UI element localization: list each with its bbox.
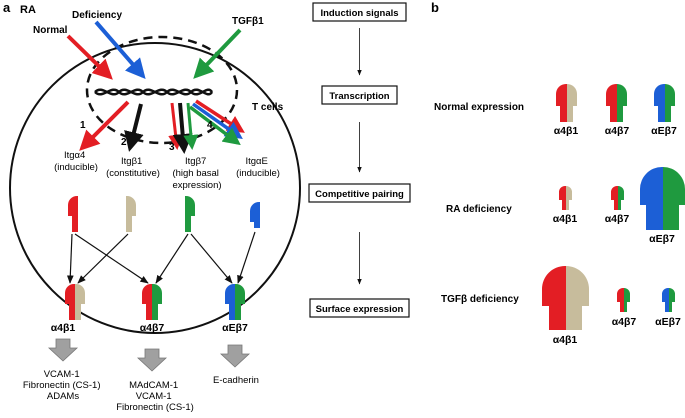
pairing-arrow-itgae-aEb7 (237, 231, 256, 284)
itgb7-subunit (185, 196, 195, 232)
a4b7-label: α4β7 (140, 322, 165, 334)
panel-a-letter: a (3, 0, 11, 15)
row-label-ra-deficiency: RA deficiency (446, 204, 512, 215)
itgae-label: ItgαE (inducible) (236, 156, 280, 179)
tgfb-aEb7-label: αEβ7 (655, 316, 681, 328)
normal-a4b1-dimer (556, 84, 577, 122)
itga4-subunit (68, 196, 78, 232)
itgb1-transcription-arrow (124, 103, 144, 152)
a4b1-label: α4β1 (51, 322, 76, 334)
itgb1-subunit (126, 196, 136, 232)
a4b1-gray-arrow (47, 338, 79, 362)
pairing-arrow-itgb7-a4b7 (155, 233, 189, 284)
nucleus-dashed (85, 35, 239, 145)
normal-signal-arrow (66, 34, 113, 80)
svg-text:Induction signals: Induction signals (320, 8, 398, 19)
itgae-green-arrow (188, 105, 241, 146)
normal-a4b7-dimer (606, 84, 627, 122)
aEb7-gray-arrow (219, 344, 251, 368)
normal-a4b7-label: α4β7 (605, 125, 630, 137)
ra-a4b7-label: α4β7 (605, 213, 630, 225)
ra-a4b7-dimer (611, 186, 624, 210)
pathway-number-3: 3 (169, 142, 175, 153)
pathway-number-1: 1 (80, 120, 86, 131)
itga4-label: Itgα4 (inducible) (54, 150, 98, 173)
itgae-subunit (250, 202, 260, 228)
signal-tgfb1-label: TGFβ1 (232, 16, 264, 27)
panel-b-letter: b (431, 0, 439, 15)
ra-label: RA (20, 4, 36, 16)
step-competitive-pairing: Competitive pairing (308, 183, 411, 203)
ra-aEb7-label: αEβ7 (649, 233, 675, 245)
pathway-number-2: 2 (121, 137, 127, 148)
t-cell-outline (9, 42, 301, 334)
step-induction-signals: Induction signals (312, 2, 407, 22)
row-label-normal: Normal expression (434, 102, 524, 113)
tgfb-a4b7-dimer (617, 288, 630, 312)
aEb7-label: αEβ7 (222, 322, 248, 334)
step-surface-expression: Surface expression (309, 298, 410, 318)
svg-text:Surface expression: Surface expression (316, 304, 404, 315)
svg-text:Competitive pairing: Competitive pairing (315, 189, 404, 200)
tgfb-a4b1-label: α4β1 (553, 334, 578, 346)
tgfb-a4b7-label: α4β7 (612, 316, 637, 328)
ra-a4b1-dimer (559, 186, 572, 210)
a4b7-ligands: MAdCAM-1 VCAM-1 Fibronectin (CS-1) (116, 380, 194, 413)
tgfb-a4b1-dimer (542, 266, 589, 330)
a4b7-gray-arrow (136, 348, 168, 372)
signal-deficiency-label: Deficiency (72, 10, 122, 21)
dna-icon (94, 88, 214, 96)
a4b1-dimer (65, 284, 85, 320)
a4b1-ligands: VCAM-1 Fibronectin (CS-1) ADAMs (23, 369, 103, 402)
normal-a4b1-label: α4β1 (554, 125, 579, 137)
normal-aEb7-dimer (654, 84, 675, 122)
ra-aEb7-dimer (640, 167, 685, 230)
t-cells-label: T cells (252, 102, 284, 113)
row-label-tgfb-deficiency: TGFβ deficiency (441, 294, 519, 305)
itgb7-red-arrow (168, 102, 184, 150)
svg-text:Transcription: Transcription (329, 91, 389, 102)
normal-aEb7-label: αEβ7 (651, 125, 677, 137)
aEb7-ligands: E-cadherin (213, 375, 259, 386)
ra-a4b1-label: α4β1 (553, 213, 578, 225)
itgb7-green-arrow (183, 102, 199, 150)
itgb7-black-arrow (172, 102, 193, 154)
pathway-number-4: 4 (207, 120, 213, 131)
pairing-arrow-itga4-a4b7 (74, 233, 149, 284)
a4b7-dimer (142, 284, 162, 320)
itga4-transcription-arrow (79, 100, 130, 151)
step-transcription: Transcription (321, 85, 398, 105)
deficiency-signal-arrow (94, 20, 146, 80)
itgb7-label: Itgβ7 (high basal expression) (172, 156, 221, 191)
tgfb1-signal-arrow (193, 28, 242, 79)
itgb1-label: Itgβ1 (constitutive) (106, 156, 160, 179)
pairing-arrow-itga4-a4b1 (66, 233, 74, 284)
tgfb-aEb7-dimer (662, 288, 675, 312)
pairing-arrow-itgb7-aEb7 (190, 233, 233, 284)
aEb7-dimer (225, 284, 245, 320)
signal-normal-label: Normal (33, 25, 68, 36)
pairing-arrow-itgb1-a4b1 (77, 233, 129, 284)
